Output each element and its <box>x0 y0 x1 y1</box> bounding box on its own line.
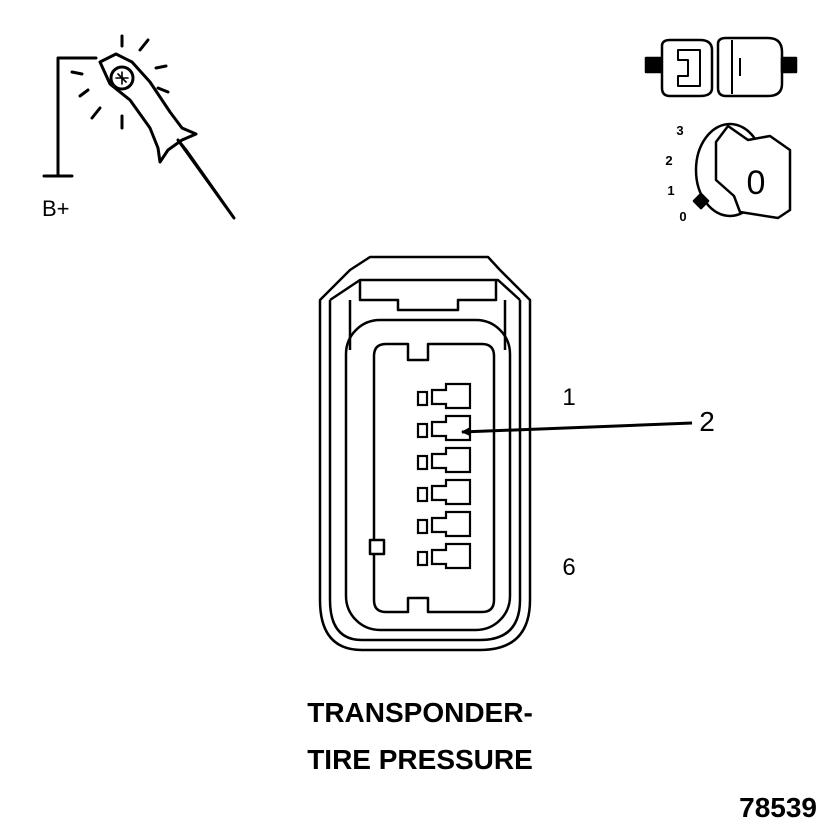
connector-latch <box>358 280 498 312</box>
connector-pins <box>416 382 472 570</box>
figure-number: 78539 <box>739 792 817 823</box>
caption-line-2: TIRE PRESSURE <box>307 744 533 775</box>
ignition-position-0: 0 <box>679 209 686 224</box>
position-indicator <box>692 192 710 210</box>
ignition-position-3: 3 <box>676 123 683 138</box>
connector-disconnected-icon <box>644 36 798 98</box>
callout-label: 2 <box>699 406 715 437</box>
ignition-key-switch-icon <box>692 122 792 220</box>
test-light-icon <box>42 34 236 220</box>
supply-label: B+ <box>42 196 70 221</box>
supply-wire <box>56 56 98 177</box>
housing-inner-wall <box>328 300 522 642</box>
pin-5 <box>416 510 472 538</box>
pin-cavity <box>372 342 496 614</box>
ignition-position-2: 2 <box>665 153 672 168</box>
connector-face <box>318 255 532 652</box>
pin-1-label: 1 <box>562 384 575 411</box>
pin-6 <box>416 542 472 570</box>
caption-line-1: TRANSPONDER- <box>307 697 533 728</box>
connector-seal <box>344 318 512 632</box>
connector-housing <box>318 255 532 652</box>
pin-3 <box>416 446 472 474</box>
callout-arrow <box>461 421 693 437</box>
ignition-key <box>714 124 792 220</box>
ignition-position-1: 1 <box>667 183 674 198</box>
ignition-key-glyph: 0 <box>747 164 766 202</box>
pin-2 <box>416 414 472 442</box>
pin-1 <box>416 382 472 410</box>
pin-6-label: 6 <box>562 554 575 581</box>
pin-4 <box>416 478 472 506</box>
housing-top-rib <box>329 278 521 302</box>
coding-key <box>368 538 386 556</box>
